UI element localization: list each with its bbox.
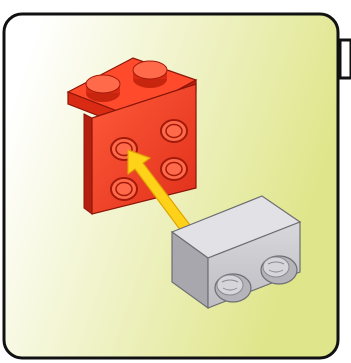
brick-stud (260, 255, 298, 285)
bracket-front-stud (110, 177, 138, 201)
bracket-top-stud (85, 74, 121, 102)
brick-stud (214, 273, 252, 303)
red-bracket-piece (66, 57, 198, 215)
bracket-front-stud (160, 157, 188, 181)
bracket-front-stud (160, 119, 188, 143)
panel-corner-notch (338, 38, 351, 80)
bracket-top-stud (132, 60, 168, 88)
grey-brick-piece (170, 195, 302, 310)
